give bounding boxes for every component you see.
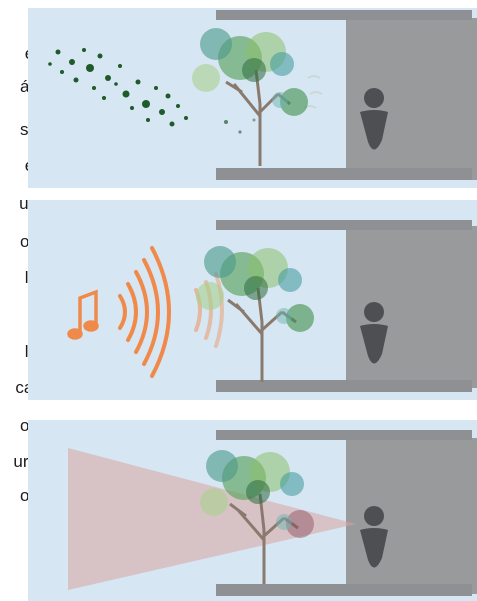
tree-icon — [196, 246, 314, 382]
panel-pollution — [28, 8, 477, 188]
sight-cone-icon — [68, 448, 356, 590]
music-note-icon — [67, 289, 99, 340]
building-slab-top — [216, 430, 472, 440]
building-slab-bottom — [216, 380, 472, 392]
building-slab-top — [216, 220, 472, 230]
panel-noise — [28, 200, 477, 400]
person-icon — [360, 506, 388, 568]
building-slab-bottom — [216, 168, 472, 180]
building-slab-top — [216, 10, 472, 20]
tree-icon — [192, 28, 308, 166]
panel-view — [28, 420, 477, 601]
particles-icon — [48, 48, 256, 134]
tree-icon — [200, 450, 314, 584]
building-slab-bottom — [216, 584, 472, 596]
person-icon — [360, 302, 388, 364]
person-icon — [360, 88, 388, 150]
